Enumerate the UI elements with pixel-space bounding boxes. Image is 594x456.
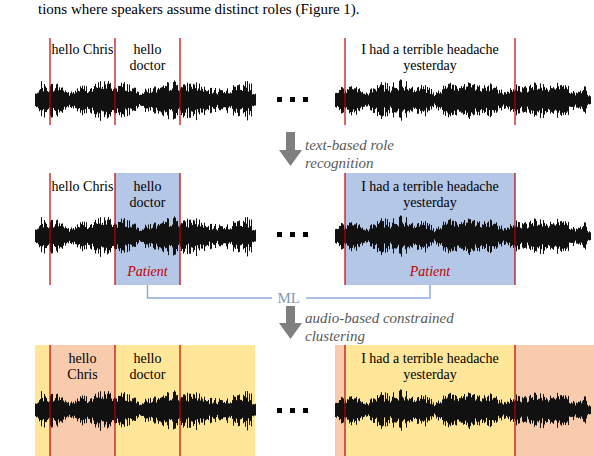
ellipsis-dot — [277, 97, 282, 102]
down-arrow-head — [279, 323, 302, 339]
segment-boundary — [514, 345, 515, 456]
step-label: audio-based constrained clustering — [305, 309, 475, 345]
ellipsis-dots — [277, 97, 308, 413]
utterance-text: hello Chris — [50, 345, 115, 383]
segment-boundary — [514, 173, 515, 285]
role-label: Patient — [410, 264, 450, 285]
utterance-text: hello doctor — [115, 42, 180, 74]
segment-boundary — [114, 345, 115, 456]
body-text-fragment: tions where speakers assume distinct rol… — [38, 0, 588, 18]
ellipsis-dot — [290, 232, 295, 237]
utterance-text: I had a terrible headache yesterday — [345, 345, 515, 383]
down-arrow-shaft — [286, 132, 295, 151]
segment-boundary — [114, 38, 115, 125]
segment-boundary — [179, 345, 180, 456]
down-arrow-shaft — [286, 306, 295, 324]
utterance-text: I had a terrible headache yesterday — [345, 42, 515, 74]
edge-label: ML — [272, 290, 307, 306]
segment-boundary — [49, 38, 50, 125]
segment-boundary — [49, 345, 50, 456]
segment-boundary — [49, 173, 50, 285]
segment-boundary — [179, 38, 180, 125]
ellipsis-dot — [303, 232, 308, 237]
segment-boundary — [514, 38, 515, 125]
utterance-text: hello doctor — [115, 173, 180, 211]
utterance-text: hello Chris — [50, 42, 115, 58]
down-arrow-head — [279, 150, 302, 166]
segment-boundary — [344, 345, 345, 456]
process-arrows — [279, 132, 302, 339]
audio-waveform — [336, 80, 591, 121]
utterance-text: hello doctor — [115, 345, 180, 383]
ellipsis-dot — [303, 408, 308, 413]
ellipsis-dot — [277, 408, 282, 413]
ellipsis-dot — [277, 232, 282, 237]
audio-waveform — [36, 80, 256, 121]
step-label: text-based role recognition — [305, 136, 425, 172]
utterance-text: hello Chris — [50, 179, 115, 195]
segment-boundary — [344, 173, 345, 285]
ellipsis-dot — [303, 97, 308, 102]
ellipsis-dot — [290, 408, 295, 413]
segment-boundaries — [50, 38, 515, 456]
segment-boundary — [179, 173, 180, 285]
ellipsis-dot — [290, 97, 295, 102]
utterance-text: I had a terrible headache yesterday — [345, 173, 515, 211]
segment-boundary — [114, 173, 115, 285]
segment-boundary — [344, 38, 345, 125]
role-label: Patient — [127, 264, 167, 285]
